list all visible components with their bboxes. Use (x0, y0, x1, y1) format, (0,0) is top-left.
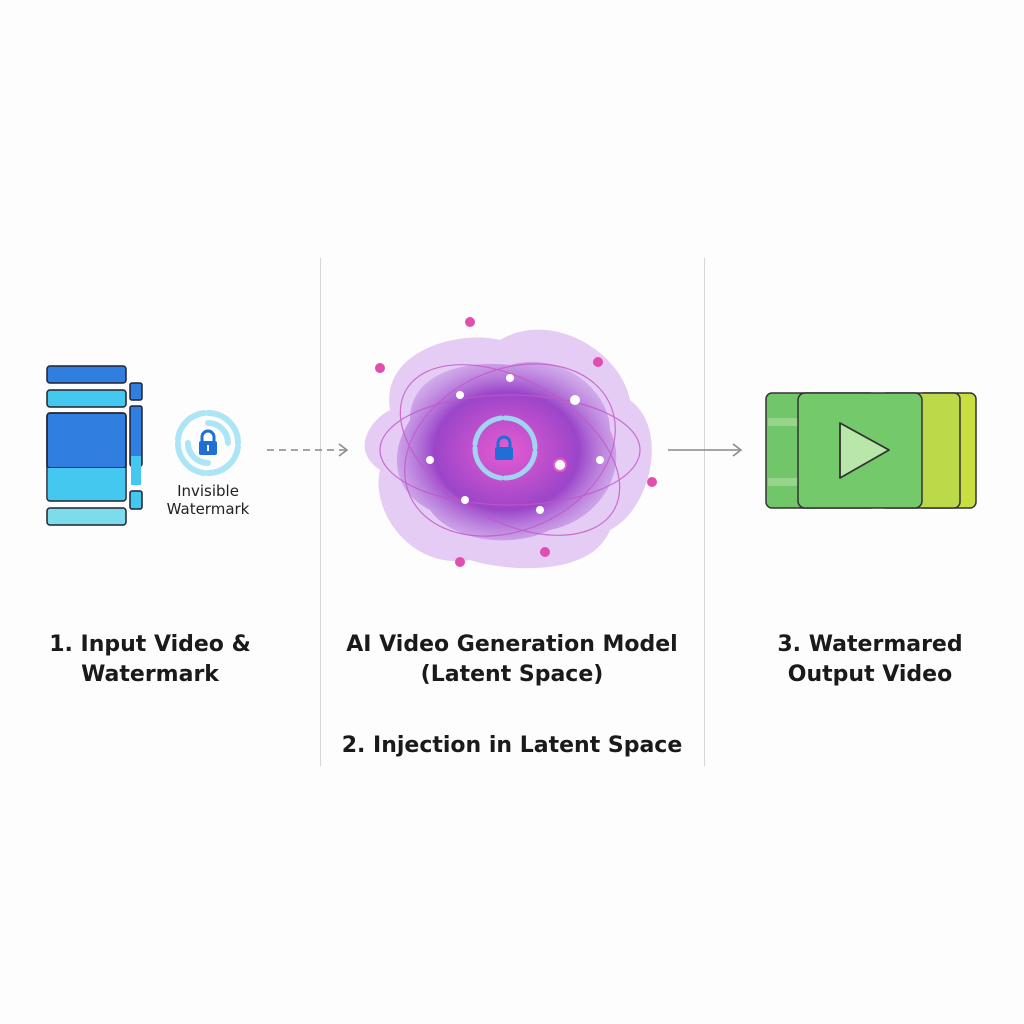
dashed-arrow (267, 443, 349, 457)
stage-2-title-line1: AI Video Generation Model (346, 632, 678, 657)
stage-2-caption: 2. Injection in Latent Space (341, 733, 683, 758)
sub-label-line1: Invisible (177, 482, 239, 500)
latent-space-cloud-icon (364, 317, 657, 569)
stage-3-title-line2: Output Video (787, 662, 953, 687)
stage-2-title: AI Video Generation Model (Latent Space) (340, 630, 684, 690)
sub-label-line2: Watermark (166, 500, 250, 518)
stage-1-title-line1: 1. Input Video & (49, 632, 251, 657)
stage-3-title: 3. Watermared Output Video (730, 630, 1010, 690)
invisible-watermark-label: Invisible Watermark (150, 482, 266, 518)
stage-1-title-line2: Watermark (81, 662, 219, 687)
play-video-icon (765, 392, 977, 509)
stage-1-title: 1. Input Video & Watermark (20, 630, 280, 690)
divider-right (704, 258, 705, 766)
stage-3-title-line1: 3. Watermared (777, 632, 963, 657)
solid-arrow (668, 443, 743, 457)
video-frames-icon (46, 365, 143, 526)
divider-left (320, 258, 321, 766)
stage-2-title-line2: (Latent Space) (420, 662, 604, 687)
lock-swirl-icon (174, 410, 241, 477)
